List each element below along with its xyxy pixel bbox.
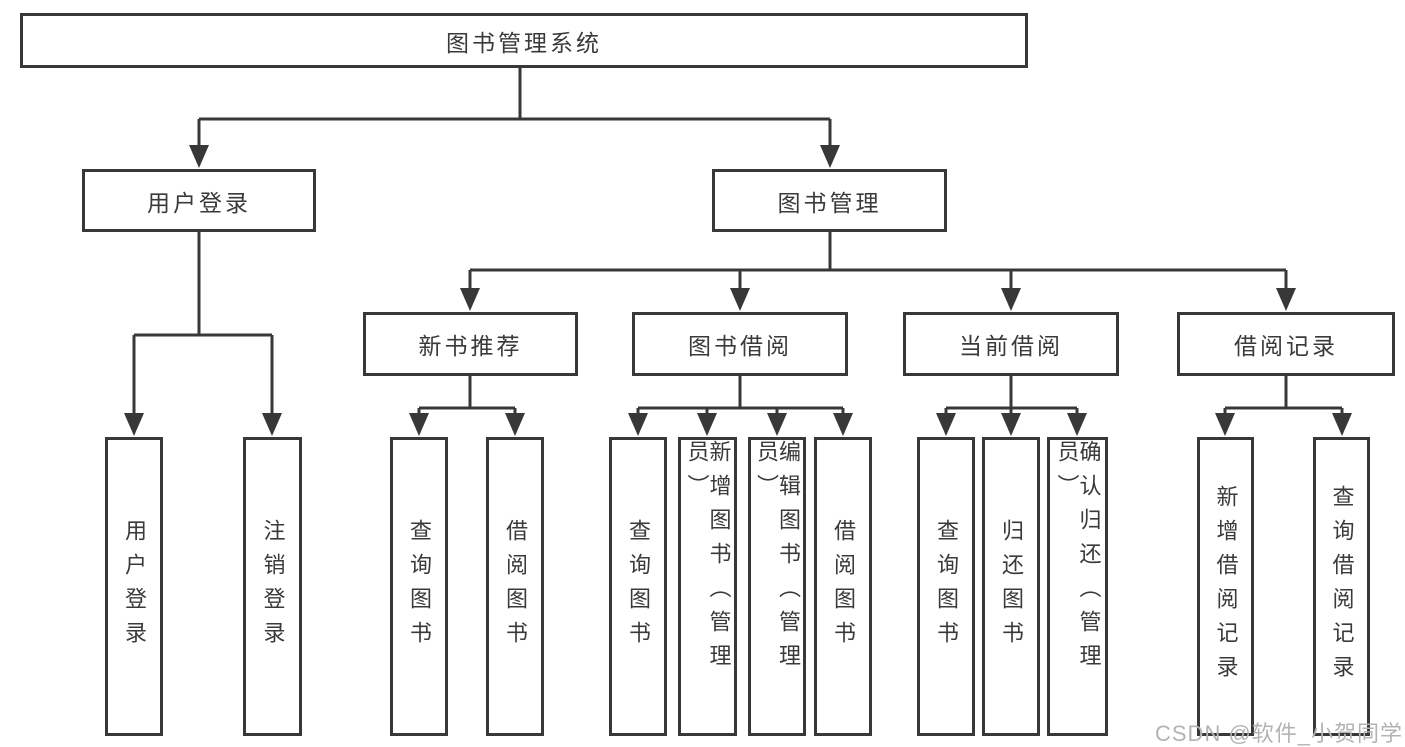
leaf-label: 借阅图书 <box>831 518 856 655</box>
leaf-label: 编辑图书（管理员） <box>754 440 801 678</box>
arrowhead <box>767 413 787 436</box>
node-label: 新书推荐 <box>418 333 523 359</box>
leaf-query-borrow-record: 查询借阅记录 <box>1313 437 1370 736</box>
node-borrowing-records: 借阅记录 <box>1177 312 1395 376</box>
arrowhead <box>697 413 717 436</box>
arrowhead <box>833 413 853 436</box>
connector-root-to-level1 <box>189 68 840 168</box>
watermark-text: CSDN @软件_小贺同学 <box>1155 721 1404 746</box>
node-user-login: 用户登录 <box>82 169 316 232</box>
leaf-label: 用户登录 <box>122 518 147 655</box>
arrowhead <box>505 413 525 436</box>
leaf-borrow-books: 借阅图书 <box>814 437 872 736</box>
node-label: 图书管理 <box>777 189 882 216</box>
leaf-label: 查询图书 <box>626 518 651 655</box>
leaf-add-borrow-record: 新增借阅记录 <box>1197 437 1254 736</box>
leaf-confirm-return-admin: 确认归还（管理员） <box>1047 437 1108 736</box>
arrowhead <box>1067 413 1087 436</box>
leaf-label: 查询借阅记录 <box>1329 484 1355 689</box>
leaf-query-books-current: 查询图书 <box>917 437 975 736</box>
arrowhead <box>1001 288 1021 311</box>
arrowhead <box>262 413 282 436</box>
node-label: 当前借阅 <box>959 333 1063 359</box>
connector-book-borrowing-to-leaves <box>628 376 853 436</box>
arrowhead <box>628 413 648 436</box>
connector-book-management-to-level2 <box>460 232 1296 311</box>
leaf-label: 确认归还（管理员） <box>1054 440 1102 678</box>
leaf-label: 归还图书 <box>999 518 1024 655</box>
leaf-label: 查询图书 <box>934 518 959 655</box>
leaf-label: 新增图书（管理员） <box>684 440 732 678</box>
arrowhead <box>460 288 480 311</box>
leaf-label: 注销登录 <box>260 518 286 655</box>
arrowhead <box>1276 288 1296 311</box>
node-label: 借阅记录 <box>1234 333 1338 359</box>
arrowhead <box>730 288 750 311</box>
arrowhead <box>936 413 956 436</box>
arrowhead <box>189 145 209 168</box>
connector-user-login-to-leaves <box>124 232 282 436</box>
connector-new-book-recommend-to-leaves <box>409 376 525 436</box>
leaf-add-books-admin: 新增图书（管理员） <box>678 437 737 736</box>
leaf-user-login: 用户登录 <box>105 437 163 736</box>
leaf-label: 新增借阅记录 <box>1213 484 1239 689</box>
arrowhead <box>820 145 840 168</box>
node-root-system: 图书管理系统 <box>20 13 1028 68</box>
node-label: 图书借阅 <box>688 333 792 359</box>
arrowhead <box>124 413 144 436</box>
leaf-query-books-borrowing: 查询图书 <box>609 437 667 736</box>
node-label: 用户登录 <box>147 189 251 216</box>
arrowhead <box>1001 413 1021 436</box>
node-book-management: 图书管理 <box>712 169 947 232</box>
connector-borrowing-records-to-leaves <box>1215 376 1352 436</box>
node-label: 图书管理系统 <box>446 29 602 56</box>
connector-current-borrowing-to-leaves <box>936 376 1087 436</box>
node-book-borrowing: 图书借阅 <box>632 312 848 376</box>
leaf-label: 借阅图书 <box>503 518 528 655</box>
arrowhead <box>409 413 429 436</box>
leaf-edit-books-admin: 编辑图书（管理员） <box>748 437 806 736</box>
arrowhead <box>1215 413 1235 436</box>
leaf-return-books: 归还图书 <box>982 437 1040 736</box>
leaf-query-books-recommend: 查询图书 <box>390 437 448 736</box>
arrowhead <box>1332 413 1352 436</box>
node-current-borrowing: 当前借阅 <box>903 312 1119 376</box>
leaf-logout-login: 注销登录 <box>243 437 302 736</box>
leaf-borrow-books-recommend: 借阅图书 <box>486 437 544 736</box>
node-new-book-recommend: 新书推荐 <box>363 312 578 376</box>
leaf-label: 查询图书 <box>407 518 432 655</box>
